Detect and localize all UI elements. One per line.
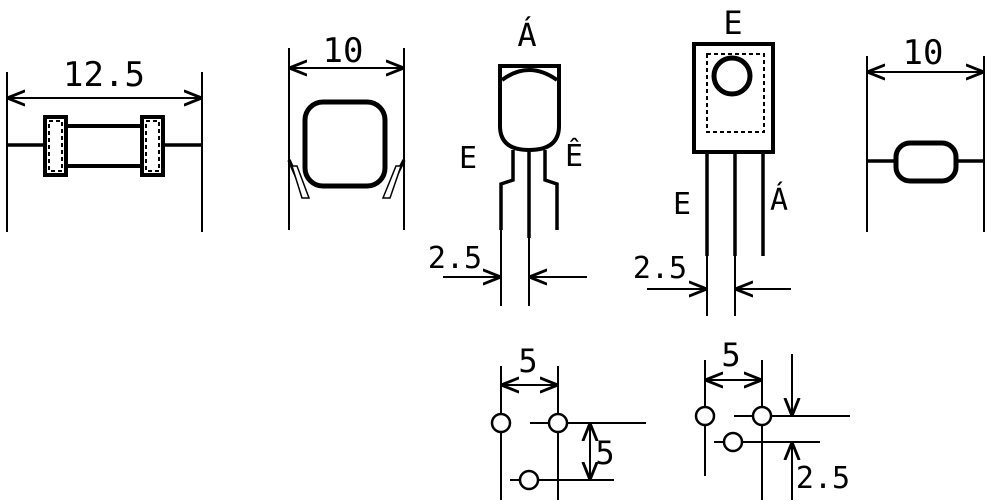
to92-right-pin-label: Ê [565, 138, 583, 174]
to92-right-lead [543, 150, 559, 230]
axial-resistor: 12.5 [6, 55, 203, 232]
to126-right-pin-label: Á [770, 182, 788, 218]
disc-dimension-label: 10 [903, 33, 944, 73]
resistor-body [64, 124, 144, 168]
triangle-pad-left [490, 412, 512, 434]
to126-mounting-hole [711, 55, 753, 97]
resistor-left-cap [43, 115, 68, 177]
resistor-left-cap-detail [48, 120, 63, 172]
to126-transistor: E E Á 2.5 [633, 4, 791, 316]
disc-body [893, 140, 959, 184]
inline-pad-left [694, 405, 716, 427]
disc-capacitor: 10 [866, 33, 985, 232]
triangle-pad-bottom [518, 469, 540, 491]
inline-horizontal-label: 5 [721, 336, 740, 374]
to92-top-pin-label: Á [517, 16, 536, 54]
capacitor-right-lead-foil [381, 165, 403, 199]
to92-left-lead [499, 150, 515, 230]
to126-pitch-label: 2.5 [633, 251, 687, 286]
resistor-dimension-label: 12.5 [63, 55, 145, 95]
to92-transistor: Á E Ê 2.5 [428, 16, 587, 306]
to92-flat-face [500, 68, 559, 82]
to126-top-pin-label: E [723, 4, 742, 42]
layout-triangle: 5 5 [490, 342, 646, 500]
to126-inner-outline [706, 53, 765, 133]
radial-capacitor: 10 [287, 31, 406, 230]
triangle-vertical-label: 5 [595, 434, 614, 472]
triangle-pad-right [547, 412, 569, 434]
inline-pad-right [751, 405, 773, 427]
to126-left-pin-label: E [673, 187, 691, 222]
to92-pitch-label: 2.5 [428, 241, 482, 276]
capacitor-dimension-label: 10 [323, 31, 364, 71]
layout-inline: 5 2.5 [694, 336, 850, 500]
resistor-right-cap-detail [145, 120, 160, 172]
to92-body [498, 64, 561, 153]
capacitor-left-lead-foil [290, 165, 311, 199]
to92-left-pin-label: E [459, 141, 477, 176]
resistor-right-cap [140, 115, 165, 177]
capacitor-body [302, 99, 388, 189]
inline-offset-label: 2.5 [796, 461, 850, 496]
triangle-horizontal-label: 5 [518, 342, 537, 380]
inline-pad-middle [722, 431, 744, 453]
